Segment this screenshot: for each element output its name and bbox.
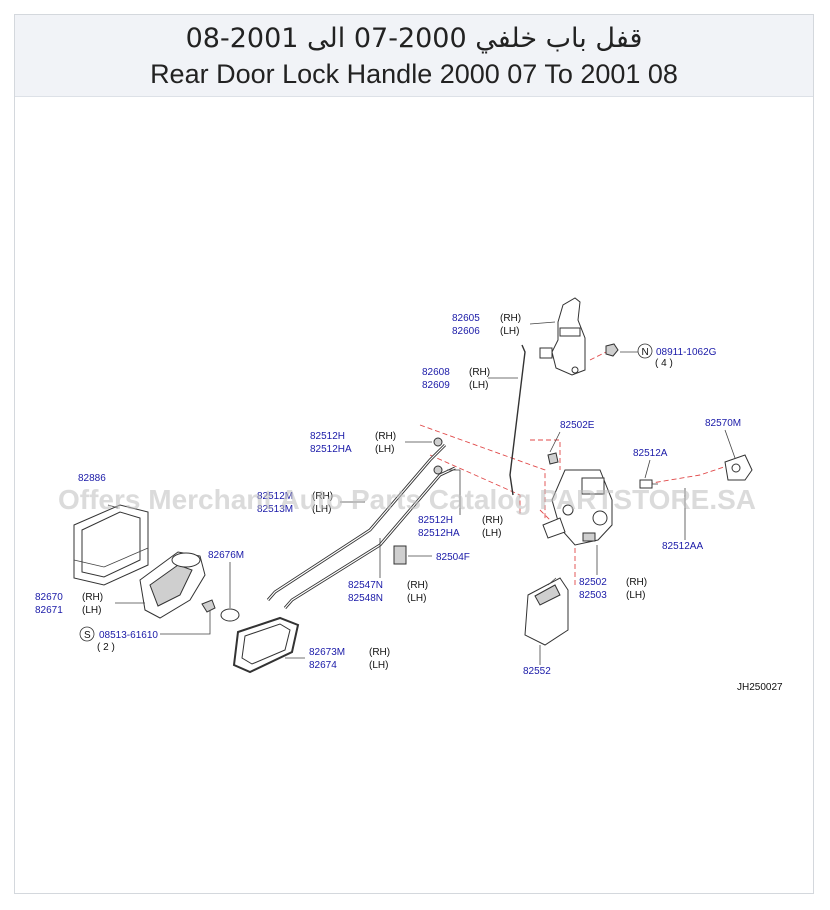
clips-82512H — [433, 437, 443, 475]
label-82503: 82503 — [579, 590, 607, 601]
label-lh-82548N: (LH) — [407, 593, 426, 604]
assembly-guides — [419, 349, 731, 585]
block-82504F — [393, 545, 407, 565]
n-symbol: N — [642, 347, 649, 358]
diagram-code: JH250027 — [737, 682, 783, 693]
screw-82512A — [639, 479, 658, 489]
label-82676M: 82676M — [208, 550, 244, 561]
screw-08513 — [201, 599, 216, 613]
qty-2: ( 2 ) — [97, 642, 115, 653]
label-lh-82512HA-a: (LH) — [375, 444, 394, 455]
title-arabic: قفل باب خلفي 2000-07 الى 2001-08 — [185, 23, 643, 54]
label-lh-82671: (LH) — [82, 605, 101, 616]
label-rh-82608: (RH) — [469, 367, 490, 378]
label-82673M: 82673M — [309, 647, 345, 658]
header: قفل باب خلفي 2000-07 الى 2001-08 Rear Do… — [15, 15, 813, 97]
s-symbol: S — [84, 630, 91, 641]
label-lh-82503: (LH) — [626, 590, 645, 601]
label-82670: 82670 — [35, 592, 63, 603]
label-82608: 82608 — [422, 367, 450, 378]
label-rh-82670: (RH) — [82, 592, 103, 603]
label-82513M: 82513M — [257, 504, 293, 515]
label-rh-82502: (RH) — [626, 577, 647, 588]
label-rh-82673M: (RH) — [369, 647, 390, 658]
watermark: Offers Merchant Auto Parts Catalog PARTS… — [58, 484, 756, 515]
label-82512H-b: 82512H — [418, 515, 453, 526]
label-82512M: 82512M — [257, 491, 293, 502]
label-lh-82606: (LH) — [500, 326, 519, 337]
label-82512HA-a: 82512HA — [310, 444, 352, 455]
label-rh-82512H-b: (RH) — [482, 515, 503, 526]
inside-handle-82670 — [139, 551, 206, 619]
qty-4: ( 4 ) — [655, 358, 673, 369]
door-lock-82502 — [542, 469, 613, 546]
label-82504F: 82504F — [436, 552, 470, 563]
label-lh-82512HA-b: (LH) — [482, 528, 501, 539]
label-82548N: 82548N — [348, 593, 383, 604]
label-08911: 08911-1062G — [656, 347, 717, 358]
n-circle — [637, 343, 653, 359]
s-circle — [79, 626, 95, 642]
label-08513: 08513-61610 — [99, 630, 158, 641]
diagram-frame: قفل باب خلفي 2000-07 الى 2001-08 Rear Do… — [14, 14, 814, 894]
label-82502: 82502 — [579, 577, 607, 588]
label-82512A: 82512A — [633, 448, 668, 459]
clip-82502E — [547, 452, 559, 465]
label-lh-82609: (LH) — [469, 380, 488, 391]
label-82674: 82674 — [309, 660, 337, 671]
label-82605: 82605 — [452, 313, 480, 324]
label-lh-82674: (LH) — [369, 660, 388, 671]
label-82512H-a: 82512H — [310, 431, 345, 442]
title-english: Rear Door Lock Handle 2000 07 To 2001 08 — [150, 59, 678, 89]
label-rh-82547N: (RH) — [407, 580, 428, 591]
label-82512AA: 82512AA — [662, 541, 703, 552]
label-82886: 82886 — [78, 473, 106, 484]
label-rh-82605: (RH) — [500, 313, 521, 324]
label-82606: 82606 — [452, 326, 480, 337]
cap-82676M — [220, 608, 240, 622]
rod-82512M — [266, 443, 447, 601]
leader-lines — [107, 321, 736, 665]
escutcheon-82673M — [232, 616, 300, 674]
label-rh-82512M: (RH) — [312, 491, 333, 502]
rod-82608 — [509, 344, 526, 496]
striker-82570M — [724, 454, 753, 481]
pad-82886 — [73, 504, 149, 586]
label-82512HA-b: 82512HA — [418, 528, 460, 539]
label-rh-82512H-a: (RH) — [375, 431, 396, 442]
label-82671: 82671 — [35, 605, 63, 616]
label-82552: 82552 — [523, 666, 551, 677]
label-82609: 82609 — [422, 380, 450, 391]
nut-08911 — [605, 343, 619, 357]
label-82547N: 82547N — [348, 580, 383, 591]
label-82570M: 82570M — [705, 418, 741, 429]
label-lh-82513M: (LH) — [312, 504, 331, 515]
outside-handle-82605 — [539, 297, 586, 376]
actuator-82552 — [524, 577, 569, 646]
label-82502E: 82502E — [560, 420, 595, 431]
